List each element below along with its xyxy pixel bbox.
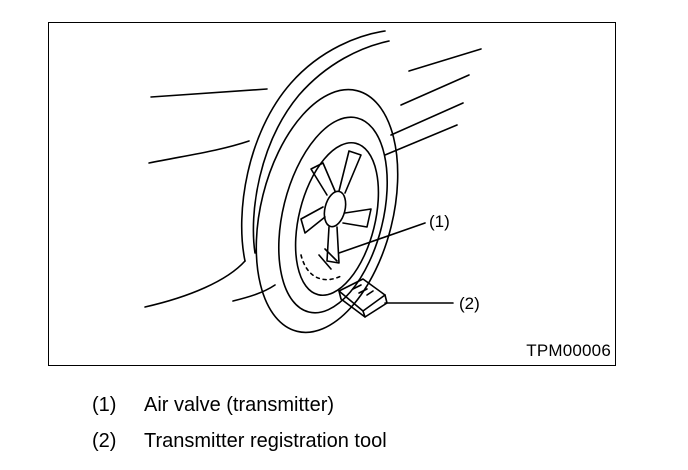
- ground-line: [232, 284, 276, 302]
- legend-item: (2) Transmitter registration tool: [92, 430, 387, 466]
- body-crease-line: [148, 140, 250, 164]
- rim-dashes: [300, 254, 344, 281]
- hood-line: [150, 88, 268, 98]
- fender-arch: [240, 30, 386, 262]
- callout-2: (2): [459, 294, 480, 313]
- side-line-3: [390, 102, 464, 136]
- valve-stem: [318, 248, 338, 270]
- callout-1: (1): [429, 212, 450, 231]
- legend: (1) Air valve (transmitter) (2) Transmit…: [92, 394, 387, 466]
- spoke-5: [310, 162, 336, 196]
- legend-number: (1): [92, 394, 117, 416]
- rocker-line: [384, 124, 458, 156]
- leader-line-1: [338, 222, 426, 254]
- wheel-illustration: [144, 30, 482, 334]
- legend-text: Air valve (transmitter): [144, 394, 335, 416]
- side-line-2: [400, 74, 470, 106]
- registration-tool-drawing: [338, 278, 388, 318]
- legend-text: Transmitter registration tool: [144, 430, 387, 452]
- side-line-1: [408, 48, 482, 72]
- lower-body-line: [144, 260, 246, 308]
- spoke-2: [342, 208, 372, 228]
- tire-outer: [255, 88, 399, 334]
- spoke-4: [300, 206, 326, 234]
- figure-code: TPM00006: [526, 341, 611, 360]
- spoke-3: [326, 226, 340, 264]
- fender-inner: [252, 40, 390, 254]
- legend-item: (1) Air valve (transmitter): [92, 394, 387, 430]
- legend-number: (2): [92, 430, 117, 452]
- tire-inner: [277, 116, 389, 314]
- spoke-1: [338, 150, 362, 194]
- figure-frame: (1) (2) TPM00006: [48, 22, 616, 366]
- rim: [294, 141, 380, 297]
